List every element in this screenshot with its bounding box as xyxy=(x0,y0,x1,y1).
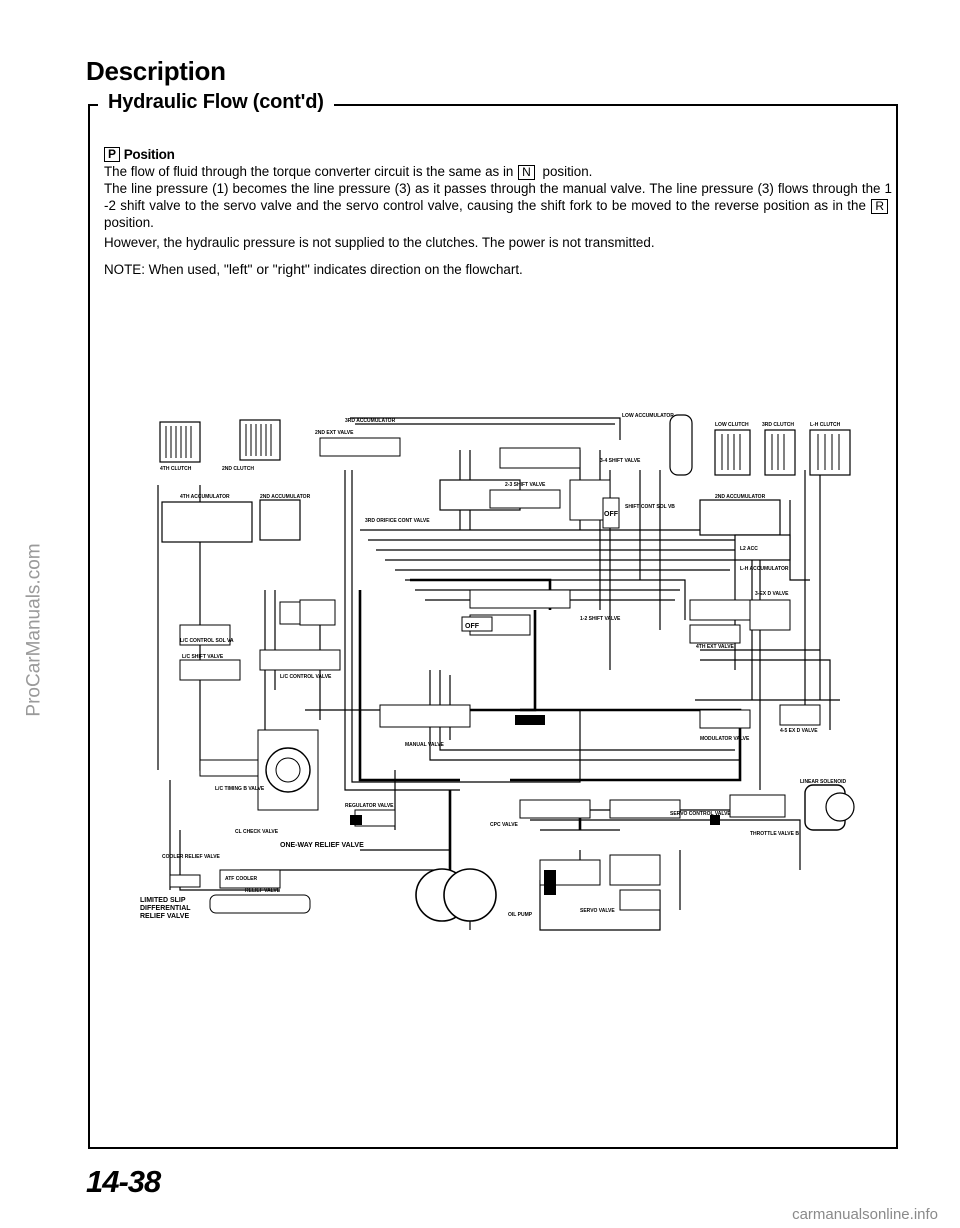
para2-text: The line pressure (1) becomes the line p… xyxy=(104,181,892,213)
label-fourth-clutch: 4TH CLUTCH xyxy=(160,466,192,472)
key-n-badge: N xyxy=(518,165,535,180)
label-limited-slip-2: DIFFERENTIAL xyxy=(140,905,191,912)
label-second-clutch: 2ND CLUTCH xyxy=(222,466,254,472)
label-second-exh-valve: 2ND EXT VALVE xyxy=(315,430,354,436)
label-second-orifice: 3RD ORIFICE CONT VALVE xyxy=(365,518,430,524)
label-second-accumulator: 2ND ACCUMULATOR xyxy=(260,494,311,500)
page-number: 14-38 xyxy=(86,1164,161,1199)
label-off-a: OFF xyxy=(604,511,619,518)
footer-watermark: carmanualsonline.info xyxy=(792,1206,938,1223)
label-low-accumulator: LOW ACCUMULATOR xyxy=(622,413,674,419)
label-relief-valve: RELIEF VALVE xyxy=(245,888,281,894)
label-servo-valve: SERVO VALVE xyxy=(580,908,615,914)
side-watermark: ProCarManuals.com xyxy=(20,500,50,760)
label-third-accumulator: 3RD ACCUMULATOR xyxy=(345,418,396,424)
label-shift-12: 1-2 SHIFT VALVE xyxy=(580,616,621,622)
label-shift-cont-sol: SHIFT CONT SOL VB xyxy=(625,504,675,510)
paragraph-2: The line pressure (1) becomes the line p… xyxy=(104,180,892,231)
label-lc-shift-valve: L/C SHIFT VALVE xyxy=(182,654,224,660)
label-cl-check-valve: CL CHECK VALVE xyxy=(235,829,279,835)
content-frame xyxy=(88,104,898,1149)
hydraulic-schematic: LOW ACCUMULATOR LOW CLUTCH 3RD CLUTCH L-… xyxy=(140,413,855,931)
hydraulic-flow-diagram: LOW ACCUMULATOR LOW CLUTCH 3RD CLUTCH L-… xyxy=(140,410,870,940)
label-shift-23: 2-3 SHIFT VALVE xyxy=(505,482,546,488)
label-throttle-valve: THROTTLE VALVE B xyxy=(750,831,799,837)
note-quoted: "left" or "right" xyxy=(223,261,310,277)
label-lc-control-valve: L/C CONTROL VALVE xyxy=(280,674,332,680)
label-off-b: OFF xyxy=(465,623,480,630)
position-heading: P Position xyxy=(104,146,892,163)
para1-text: The flow of fluid through the torque con… xyxy=(104,164,514,179)
paragraph-3: However, the hydraulic pressure is not s… xyxy=(104,235,655,250)
label-linear-solenoid: LINEAR SOLENOID xyxy=(800,779,847,785)
label-low-clutch: LOW CLUTCH xyxy=(715,422,749,428)
body-text: P Position The flow of fluid through the… xyxy=(104,146,892,278)
side-watermark-text: ProCarManuals.com xyxy=(24,543,46,717)
key-p-badge: P xyxy=(104,147,120,162)
label-servo-control-valve: SERVO CONTROL VALVE xyxy=(670,811,731,817)
label-cooler-relief: COOLER RELIEF VALVE xyxy=(162,854,221,860)
label-limited-slip-1: LIMITED SLIP xyxy=(140,897,186,904)
label-cpc-2: L2 ACC xyxy=(740,546,758,552)
note: NOTE: When used, "left" or "right" indic… xyxy=(104,261,892,278)
label-third-clutch: 3RD CLUTCH xyxy=(762,422,794,428)
note-prefix: NOTE: When used, xyxy=(104,262,221,277)
label-fourth-accumulator: 4TH ACCUMULATOR xyxy=(180,494,230,500)
label-lc-timing-valve: L/C TIMING B VALVE xyxy=(215,786,265,792)
label-lh-accumulator: L-H ACCUMULATOR xyxy=(740,566,789,572)
label-modulator-valve: MODULATOR VALVE xyxy=(700,736,750,742)
key-r-badge: R xyxy=(871,199,888,214)
label-manual-valve: MANUAL VALVE xyxy=(405,742,445,748)
label-oil-pump: OIL PUMP xyxy=(508,912,533,918)
label-fourth-exh-valve: 4TH EXT VALVE xyxy=(696,644,735,650)
label-shift-34: 3-4 SHIFT VALVE xyxy=(600,458,641,464)
label-lh-clutch: L-H CLUTCH xyxy=(810,422,841,428)
label-lc-control-sol: L/C CONTROL SOL VA xyxy=(180,638,234,644)
label-atf-cooler: ATF COOLER xyxy=(225,876,258,882)
para1-tail: position. xyxy=(542,164,593,179)
label-cpc-valve: CPC VALVE xyxy=(490,822,519,828)
para2-tail: position. xyxy=(104,215,154,230)
label-four-ex-d: 4-5 EX D VALVE xyxy=(780,728,818,734)
label-limited-slip-3: RELIEF VALVE xyxy=(140,913,189,920)
position-label: Position xyxy=(123,147,175,162)
page-heading: Description xyxy=(86,56,226,86)
label-one-way-relief: ONE-WAY RELIEF VALVE xyxy=(280,842,364,849)
paragraph-1: The flow of fluid through the torque con… xyxy=(104,163,892,180)
label-three-ex-d: 3-EX D VALVE xyxy=(755,591,789,597)
note-suffix: indicates direction on the flowchart. xyxy=(313,262,523,277)
label-second-acc-right: 2ND ACCUMULATOR xyxy=(715,494,766,500)
label-regulator-valve: REGULATOR VALVE xyxy=(345,803,394,809)
section-title: Hydraulic Flow (cont'd) xyxy=(98,91,334,114)
